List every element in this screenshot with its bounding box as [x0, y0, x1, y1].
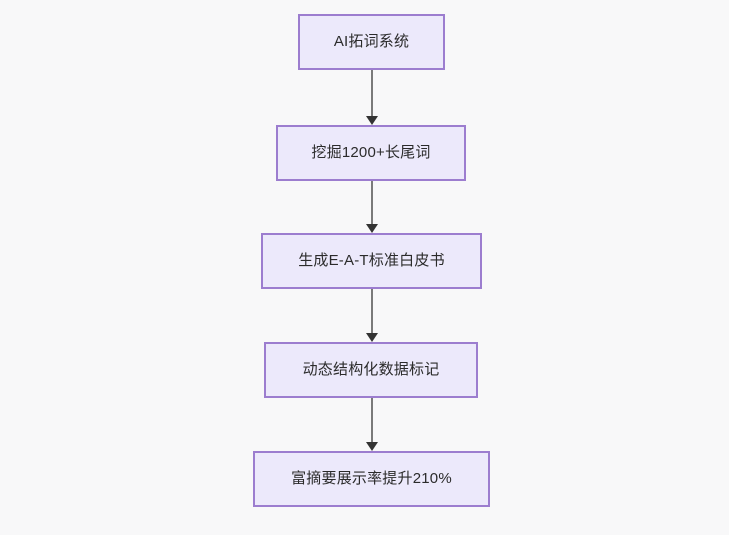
edge-line — [371, 398, 373, 442]
arrow-down-icon — [366, 116, 378, 125]
arrow-down-icon — [366, 224, 378, 233]
flow-node-label: AI拓词系统 — [333, 33, 410, 50]
flow-node-ai-keyword-system[interactable]: AI拓词系统 — [298, 14, 445, 70]
flow-node-label: 生成E-A-T标准白皮书 — [298, 252, 445, 269]
arrow-down-icon — [366, 442, 378, 451]
flow-node-label: 挖掘1200+长尾词 — [311, 144, 431, 161]
edge-line — [371, 289, 373, 333]
edge-line — [371, 70, 373, 116]
flow-edge-3-to-4 — [365, 398, 379, 451]
arrow-down-icon — [366, 333, 378, 342]
flow-edge-2-to-3 — [365, 289, 379, 342]
flow-node-generate-eat-whitepaper[interactable]: 生成E-A-T标准白皮书 — [261, 233, 482, 289]
flow-node-mine-long-tail-keywords[interactable]: 挖掘1200+长尾词 — [276, 125, 466, 181]
flow-edge-0-to-1 — [365, 70, 379, 125]
flow-node-label: 动态结构化数据标记 — [302, 361, 440, 378]
edge-line — [371, 181, 373, 224]
flow-node-dynamic-structured-data-markup[interactable]: 动态结构化数据标记 — [264, 342, 478, 398]
flow-node-rich-snippet-impression-uplift[interactable]: 富摘要展示率提升210% — [253, 451, 490, 507]
flow-edge-1-to-2 — [365, 181, 379, 233]
flow-node-label: 富摘要展示率提升210% — [291, 470, 452, 487]
